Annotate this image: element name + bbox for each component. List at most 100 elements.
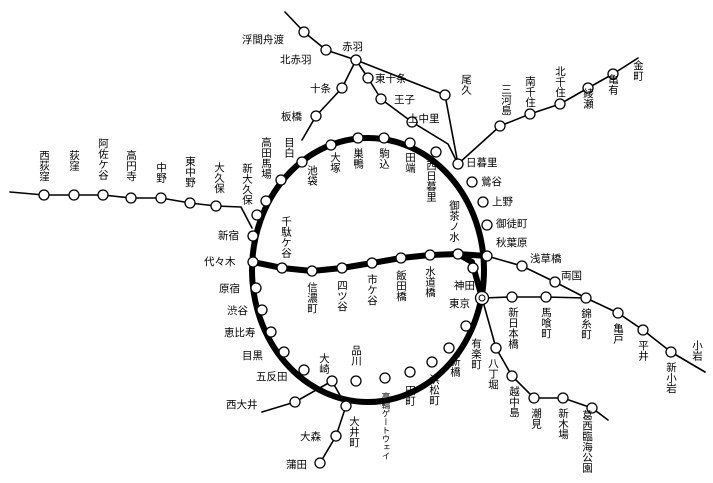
station-label[interactable]: 五反田 <box>256 371 288 383</box>
station-marker[interactable] <box>586 402 598 414</box>
station-label[interactable]: 浮間舟渡 <box>242 33 284 46</box>
station-label[interactable]: 亀有 <box>607 73 619 96</box>
station-marker[interactable] <box>276 262 288 274</box>
station-label[interactable]: 恵比寿 <box>224 326 256 339</box>
station-label[interactable]: 信濃町 <box>306 282 318 314</box>
station-marker[interactable] <box>460 320 472 332</box>
station-label[interactable]: 水道橋 <box>424 266 436 298</box>
station-label[interactable]: 大森 <box>300 430 321 443</box>
station-marker[interactable] <box>247 256 259 268</box>
station-label[interactable]: 阿佐ケ谷 <box>97 138 109 181</box>
station-label[interactable]: 東中野 <box>184 155 196 187</box>
station-label[interactable]: 大塚 <box>329 151 341 174</box>
station-marker[interactable] <box>404 137 416 149</box>
station-marker[interactable] <box>607 68 619 80</box>
station-marker[interactable] <box>289 396 301 408</box>
station-label[interactable]: 代々木 <box>204 256 236 268</box>
station-marker[interactable] <box>580 292 592 304</box>
station-label[interactable]: 八丁堀 <box>487 358 499 390</box>
station-marker[interactable] <box>557 392 569 404</box>
station-label[interactable]: 東十条 <box>375 72 407 85</box>
station-label[interactable]: 荻窪 <box>68 150 80 171</box>
station-marker[interactable] <box>549 276 561 288</box>
station-label[interactable]: 大井町 <box>348 415 360 447</box>
station-marker[interactable] <box>443 342 455 354</box>
station-label[interactable]: 浜松町 <box>428 374 440 406</box>
station-marker[interactable] <box>366 257 378 269</box>
station-label[interactable]: 潮見 <box>530 407 542 430</box>
station-marker[interactable] <box>524 108 536 120</box>
station-label[interactable]: 新大久保 <box>241 162 253 206</box>
station-marker[interactable] <box>430 146 442 158</box>
station-label[interactable]: 両国 <box>561 270 582 282</box>
station-marker[interactable] <box>184 197 196 209</box>
station-label[interactable]: 鶯谷 <box>481 175 502 188</box>
station-marker[interactable] <box>404 366 416 378</box>
station-label[interactable]: 新小岩 <box>665 361 677 394</box>
station-marker[interactable] <box>97 189 109 201</box>
station-marker[interactable] <box>320 44 332 56</box>
station-marker[interactable] <box>452 158 464 170</box>
station-marker[interactable] <box>452 248 464 260</box>
station-marker[interactable] <box>490 342 502 354</box>
station-marker[interactable] <box>275 174 287 186</box>
station-label[interactable]: 浅草橋 <box>530 252 562 265</box>
station-label[interactable]: 大崎 <box>318 352 330 374</box>
station-marker[interactable] <box>298 364 310 376</box>
station-label[interactable]: 市ケ谷 <box>366 273 378 306</box>
station-label[interactable]: 目黒 <box>242 350 263 362</box>
station-marker[interactable] <box>481 219 493 231</box>
station-label[interactable]: 渋谷 <box>227 304 248 317</box>
station-label[interactable]: 日暮里 <box>466 156 498 169</box>
station-label[interactable]: 越中島 <box>508 385 520 418</box>
station-label[interactable]: 西大井 <box>226 398 258 411</box>
station-label[interactable]: 板橋 <box>281 110 302 123</box>
station-label[interactable]: 新宿 <box>218 229 239 242</box>
station-marker[interactable] <box>506 370 518 382</box>
station-label[interactable]: 南千住 <box>524 75 536 107</box>
station-marker[interactable] <box>426 356 438 368</box>
station-label[interactable]: 品川 <box>350 345 362 366</box>
station-label[interactable]: 北赤羽 <box>280 54 312 66</box>
station-marker[interactable] <box>256 304 268 316</box>
station-label[interactable]: 王子 <box>394 94 415 106</box>
station-label[interactable]: 駒込 <box>378 148 390 169</box>
station-label[interactable]: 西荻窪 <box>38 150 50 182</box>
station-marker[interactable] <box>298 26 310 38</box>
station-marker[interactable] <box>350 54 362 66</box>
station-marker[interactable] <box>278 346 290 358</box>
station-label[interactable]: 金町 <box>632 59 644 81</box>
station-label[interactable]: 新日本橋 <box>507 306 519 350</box>
station-marker[interactable] <box>439 89 451 101</box>
station-label[interactable]: 綾瀬 <box>582 87 594 110</box>
station-marker[interactable] <box>466 176 478 188</box>
station-label[interactable]: 亀戸 <box>612 322 624 345</box>
station-marker[interactable] <box>326 375 338 387</box>
station-marker[interactable] <box>406 116 418 128</box>
station-label[interactable]: 目白 <box>283 137 295 158</box>
station-label[interactable]: 中野 <box>155 161 167 183</box>
station-marker[interactable] <box>540 291 552 303</box>
station-label[interactable]: 大久保 <box>213 161 225 194</box>
station-label[interactable]: 西日暮里 <box>425 160 437 202</box>
station-marker[interactable] <box>494 120 506 132</box>
station-label[interactable]: 東京 <box>449 297 470 310</box>
station-marker[interactable] <box>210 200 222 212</box>
station-label[interactable]: 巣鴨 <box>352 147 364 170</box>
station-marker[interactable] <box>612 307 624 319</box>
station-marker[interactable] <box>336 82 348 94</box>
station-label[interactable]: 四ツ谷 <box>336 280 348 312</box>
station-marker[interactable] <box>260 195 272 207</box>
station-label[interactable]: 上中里 <box>408 112 440 125</box>
station-marker[interactable] <box>340 400 352 412</box>
station-label[interactable]: 御茶ノ水 <box>448 199 460 242</box>
station-marker[interactable] <box>247 230 259 242</box>
station-label[interactable]: 高円寺 <box>125 149 137 181</box>
station-label[interactable]: 池袋 <box>306 164 318 186</box>
station-marker[interactable] <box>582 82 594 94</box>
station-marker[interactable] <box>251 209 263 221</box>
station-marker[interactable] <box>265 326 277 338</box>
station-marker[interactable] <box>296 156 308 168</box>
station-label[interactable]: 田端 <box>404 152 416 174</box>
station-label[interactable]: 三河島 <box>500 84 512 116</box>
